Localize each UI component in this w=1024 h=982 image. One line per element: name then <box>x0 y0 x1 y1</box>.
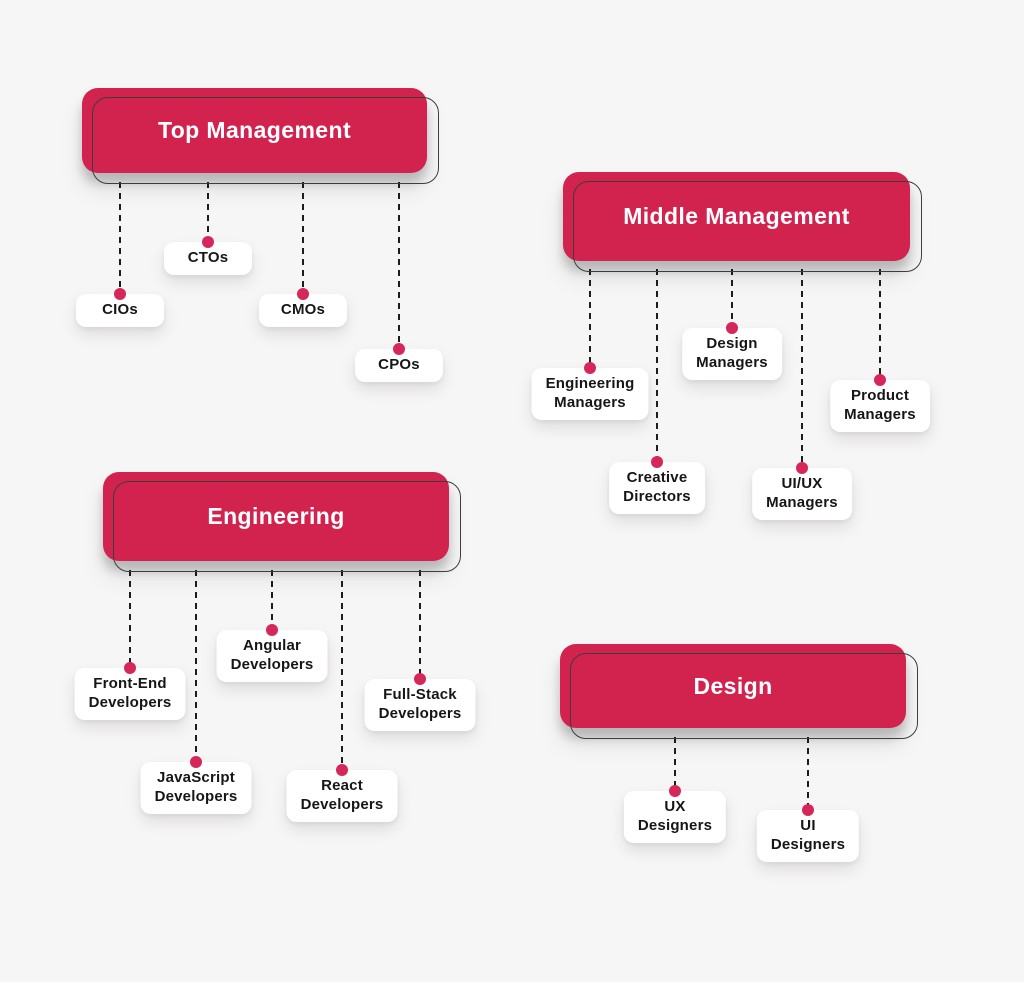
cmos-connector-line <box>302 182 304 294</box>
product-managers-dot <box>874 374 886 386</box>
cpos-dot <box>393 343 405 355</box>
ui-designers-label: UI Designers <box>756 810 860 862</box>
react-developers-label: React Developers <box>286 770 398 822</box>
engineering-title: Engineering <box>207 503 345 529</box>
middle-management-title: Middle Management <box>623 203 850 229</box>
creative-directors-connector-line <box>656 269 658 462</box>
design-header: Design <box>560 644 906 728</box>
uiux-managers-dot <box>796 462 808 474</box>
ux-designers-label: UX Designers <box>623 791 727 843</box>
creative-directors-label: Creative Directors <box>609 462 705 514</box>
javascript-developers-connector-line <box>195 570 197 762</box>
ux-designers-connector-line <box>674 737 676 791</box>
creative-directors-dot <box>651 456 663 468</box>
product-managers-label: Product Managers <box>830 380 930 432</box>
top-management-title: Top Management <box>157 117 351 143</box>
middle-management-header: Middle Management <box>563 172 910 261</box>
design-managers-connector-line <box>731 269 733 328</box>
front-end-developers-connector-line <box>129 570 131 668</box>
javascript-developers-label: JavaScript Developers <box>140 762 252 814</box>
engineering-managers-connector-line <box>589 269 591 368</box>
uiux-managers-label: UI/UX Managers <box>752 468 852 520</box>
ux-designers-dot <box>669 785 681 797</box>
angular-developers-connector-line <box>271 570 273 630</box>
cpos-label: CPOs <box>355 349 443 382</box>
full-stack-developers-dot <box>414 673 426 685</box>
engineering-managers-label: Engineering Managers <box>531 368 649 420</box>
design-managers-dot <box>726 322 738 334</box>
react-developers-connector-line <box>341 570 343 770</box>
ctos-connector-line <box>207 182 209 242</box>
product-managers-connector-line <box>879 269 881 380</box>
cpos-connector-line <box>398 182 400 349</box>
front-end-developers-label: Front-End Developers <box>74 668 186 720</box>
front-end-developers-dot <box>124 662 136 674</box>
ctos-dot <box>202 236 214 248</box>
ui-designers-dot <box>802 804 814 816</box>
design-title: Design <box>693 672 773 699</box>
cmos-label: CMOs <box>259 294 347 327</box>
engineering-managers-dot <box>584 362 596 374</box>
top-management-header: Top Management <box>82 88 427 173</box>
javascript-developers-dot <box>190 756 202 768</box>
cios-dot <box>114 288 126 300</box>
react-developers-dot <box>336 764 348 776</box>
cios-connector-line <box>119 182 121 294</box>
uiux-managers-connector-line <box>801 269 803 468</box>
angular-developers-dot <box>266 624 278 636</box>
cmos-dot <box>297 288 309 300</box>
full-stack-developers-connector-line <box>419 570 421 679</box>
design-managers-label: Design Managers <box>682 328 782 380</box>
ui-designers-connector-line <box>807 737 809 810</box>
angular-developers-label: Angular Developers <box>216 630 328 682</box>
engineering-header: Engineering <box>103 472 449 561</box>
full-stack-developers-label: Full-Stack Developers <box>364 679 476 731</box>
